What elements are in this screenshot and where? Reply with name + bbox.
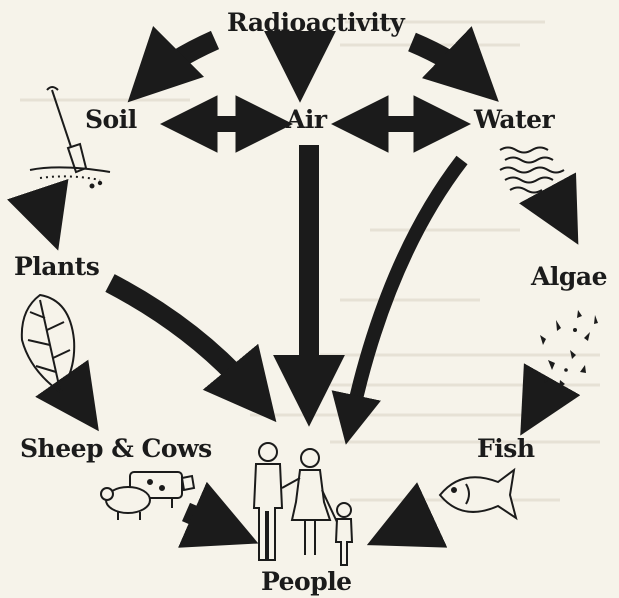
- arrow-radioactivity-to-soil: [148, 40, 215, 82]
- algae-icon: [540, 310, 598, 388]
- arrow-sheep-cows-to-people: [186, 512, 232, 532]
- sheep-cows-icon: [101, 472, 194, 520]
- arrow-algae-to-fish: [533, 390, 546, 413]
- arrow-soil-to-plants: [42, 202, 50, 226]
- node-sheep-cows: Sheep & Cows: [20, 436, 212, 461]
- arrow-fish-to-people: [393, 515, 432, 533]
- node-radioactivity: Radioactivity: [227, 10, 404, 35]
- arrow-radioactivity-to-water: [412, 42, 478, 82]
- node-algae: Algae: [531, 264, 607, 289]
- node-fish: Fish: [477, 436, 535, 461]
- node-soil: Soil: [85, 107, 137, 132]
- arrow-plants-to-people: [110, 283, 258, 400]
- family-icon: [254, 443, 352, 565]
- node-people: People: [261, 569, 352, 594]
- node-water: Water: [474, 107, 554, 132]
- arrow-plants-to-sheep-cows: [70, 390, 84, 410]
- shovel-soil-icon: [30, 87, 110, 188]
- node-air: Air: [286, 107, 327, 132]
- arrow-water-to-algae: [553, 198, 566, 222]
- fish-icon: [440, 470, 516, 518]
- leaf-icon: [22, 295, 74, 392]
- water-waves-icon: [500, 148, 564, 193]
- node-plants: Plants: [14, 254, 99, 279]
